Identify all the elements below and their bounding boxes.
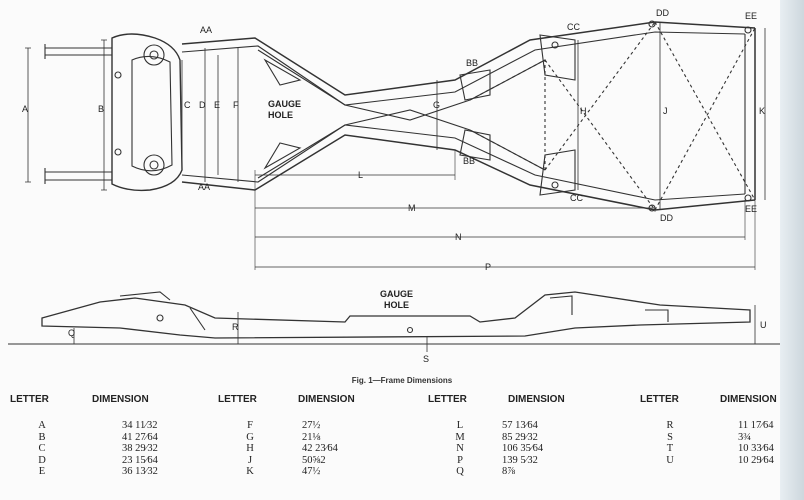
row-dimension: 41 27⁄64 (122, 431, 158, 443)
row-dimension: 10 33⁄64 (738, 443, 774, 454)
row-letter: T (666, 443, 674, 454)
label-L: L (358, 170, 363, 180)
row-dimension: 11 17⁄64 (738, 420, 774, 431)
label-G: G (433, 100, 440, 110)
gauge-hole-label-side-1: GAUGE (380, 289, 413, 299)
row-letter: B (38, 431, 46, 443)
label-E: E (214, 100, 220, 110)
label-M: M (408, 203, 416, 213)
dimension-header: DIMENSION (298, 394, 355, 405)
label-N: N (455, 232, 462, 242)
label-D: D (199, 100, 206, 110)
row-letter: U (666, 454, 674, 466)
top-view-labels: A B C D E F G H J K L M N P AA AA BB BB … (22, 8, 765, 272)
label-S: S (423, 354, 429, 364)
label-P: P (485, 262, 491, 272)
label-DD-bottom: DD (660, 213, 673, 223)
label-BB-bottom: BB (463, 156, 475, 166)
row-dimension: 23 15⁄64 (122, 454, 158, 466)
row-letter: J (247, 454, 253, 466)
label-EE-top: EE (745, 11, 757, 21)
row-dimension: 38 29⁄32 (122, 443, 158, 454)
row-dimension: 36 13⁄32 (122, 466, 158, 477)
row-letter: G (246, 431, 254, 443)
label-F: F (233, 100, 239, 110)
label-AA-bottom: AA (198, 182, 210, 192)
row-letter: C (38, 443, 46, 454)
gauge-hole-label-side-2: HOLE (384, 300, 409, 310)
side-view (8, 291, 780, 352)
row-letter: P (457, 454, 463, 466)
row-letter: K (246, 466, 254, 477)
letter-header: LETTER (10, 394, 49, 405)
row-letter: N (456, 443, 464, 454)
row-letter: E (38, 466, 46, 477)
label-U: U (760, 320, 767, 330)
row-letter: F (247, 420, 253, 431)
label-R: R (232, 322, 239, 332)
label-A: A (22, 104, 28, 114)
row-dimension: 47½ (302, 466, 321, 477)
row-dimension: 8⅞ (502, 466, 516, 477)
row-letter: H (246, 443, 254, 454)
letter-header: LETTER (640, 394, 679, 405)
row-letter: L (456, 420, 464, 431)
row-dimension: 139 5⁄32 (502, 454, 538, 466)
row-dimension: 57 13⁄64 (502, 420, 538, 431)
label-AA-top: AA (200, 25, 212, 35)
label-B: B (98, 104, 104, 114)
row-dimension: 85 29⁄32 (502, 431, 538, 443)
dimension-header: DIMENSION (508, 394, 565, 405)
row-dimension: 3¾ (738, 431, 752, 443)
row-dimension: 27½ (302, 420, 321, 431)
row-letter: M (455, 431, 465, 443)
frame-diagram: A B C D E F G H J K L M N P AA AA BB BB … (8, 8, 780, 364)
dimension-table: LETTER DIMENSION A 34 11⁄32 B 41 27⁄64 C 38… (0, 394, 780, 498)
gauge-hole-label-top-2: HOLE (268, 110, 293, 120)
label-DD-top: DD (656, 8, 669, 18)
label-K: K (759, 106, 765, 116)
row-dimension: 34 11⁄32 (122, 420, 158, 431)
label-CC-top: CC (567, 22, 580, 32)
scan-edge (780, 0, 804, 500)
label-EE-bottom: EE (745, 204, 757, 214)
row-dimension: 50⅝2 (302, 454, 326, 466)
row-letter: Q (456, 466, 464, 477)
label-J: J (663, 106, 668, 116)
label-C: C (184, 100, 191, 110)
row-dimension: 10 29⁄64 (738, 454, 774, 466)
row-dimension: 42 23⁄64 (302, 443, 338, 454)
gauge-hole-label-top-1: GAUGE (268, 99, 301, 109)
row-letter: S (667, 431, 673, 443)
letter-header: LETTER (428, 394, 467, 405)
row-letter: R (666, 420, 674, 431)
label-H: H (580, 106, 587, 116)
figure-caption: Fig. 1—Frame Dimensions (351, 376, 453, 385)
top-view (25, 20, 766, 270)
row-letter: D (38, 454, 46, 466)
row-dimension: 21⅛ (302, 431, 321, 443)
label-Q: Q (68, 328, 75, 338)
label-CC-bottom: CC (570, 193, 583, 203)
label-BB-top: BB (466, 58, 478, 68)
dimension-header: DIMENSION (720, 394, 777, 405)
letter-header: LETTER (218, 394, 257, 405)
side-view-labels: Q R S U GAUGE HOLE (68, 289, 767, 364)
row-dimension: 106 35⁄64 (502, 443, 544, 454)
row-letter: A (38, 420, 46, 431)
dimension-header: DIMENSION (92, 394, 149, 405)
